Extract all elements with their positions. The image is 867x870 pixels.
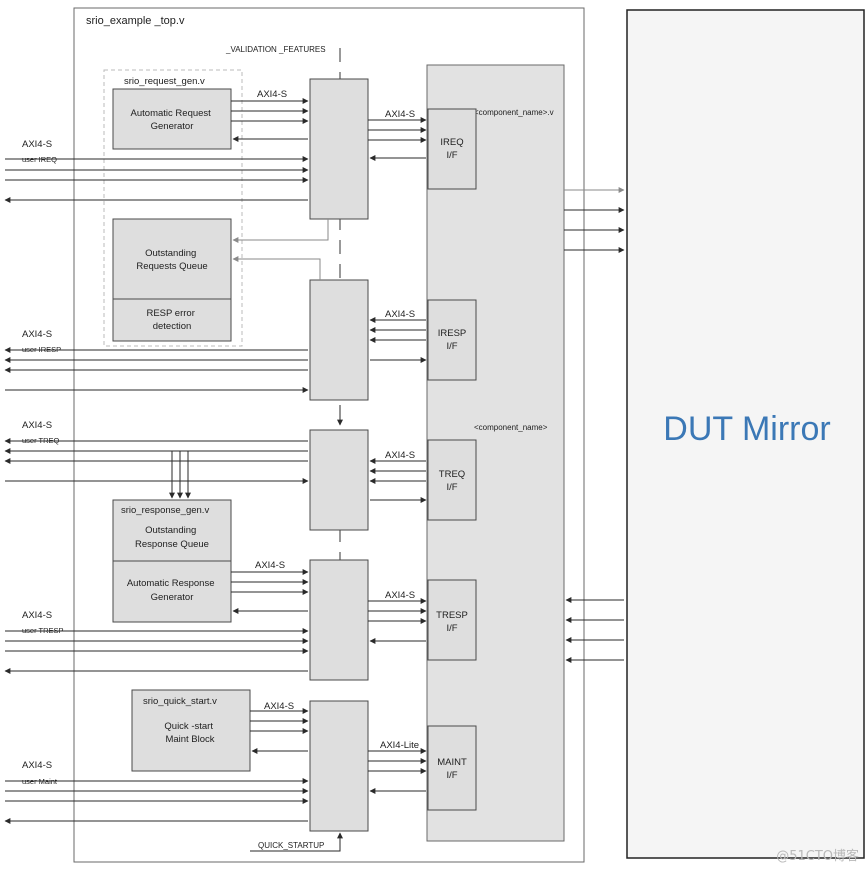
request-gen-container (103, 69, 243, 347)
svg-text:AXI4-S: AXI4-S (22, 139, 52, 150)
ireq-bus-label: AXI4-S (385, 109, 415, 120)
resp-error-detection (112, 298, 232, 342)
dut-wires (564, 187, 625, 663)
quick-startup-label: QUICK_STARTUP (258, 841, 324, 850)
iresp-bus-label: AXI4-S (385, 309, 415, 320)
quick-start-bus-label: AXI4-S (264, 701, 294, 712)
tresp-bus-label: AXI4-S (385, 590, 415, 601)
outstanding-response-line1: Outstanding (145, 525, 196, 536)
treq-bus-label: AXI4-S (385, 450, 415, 461)
auto-request-line2: Generator (151, 121, 194, 132)
svg-text:Automatic Request Generato: Automatic Request Generator (131, 108, 214, 132)
svg-text:Outstanding Response Queue: Outstanding Response Queue (135, 525, 209, 550)
outstanding-requests-line1: Outstanding (145, 248, 196, 259)
request-gen-module-label: srio_request_gen.v (124, 76, 205, 87)
outstanding-requests-queue (112, 218, 232, 300)
quick-start-module-label: srio_quick_start.v (143, 696, 217, 707)
user-port-maint: AXI4-S user Maint (22, 760, 58, 786)
svg-text:Outstanding Requests Queue: Outstanding Requests Queue (136, 248, 207, 272)
auto-response-line1: Automatic Response (127, 578, 215, 589)
response-gen-bus-label: AXI4-S (255, 560, 285, 571)
quick-start-line2: Maint Block (165, 734, 214, 745)
quick-start-line1: Quick -start (164, 721, 213, 732)
svg-text:Automatic Response Generat: Automatic Response Generator (127, 578, 217, 603)
validation-features-label: _VALIDATION _FEATURES (225, 45, 326, 54)
svg-text:Quick -start Maint Block: Quick -start Maint Block (164, 721, 215, 745)
outstanding-response-line2: Response Queue (135, 539, 209, 550)
watermark: @51CTO博客 (776, 849, 859, 864)
user-port-ireq: AXI4-S user IREQ (22, 139, 57, 164)
svg-text:RESP error detection: RESP error detection (146, 308, 197, 332)
auto-request-line1: Automatic Request (131, 108, 212, 119)
component-name-label: <component_name> (474, 423, 548, 432)
svg-text:AXI4-S: AXI4-S (22, 760, 52, 771)
treq-switch (309, 429, 369, 531)
auto-request-generator (112, 88, 232, 150)
maint-bus-label: AXI4-Lite (380, 740, 419, 751)
ireq-switch (309, 78, 369, 220)
maint-switch (309, 700, 369, 832)
resp-error-line1: RESP error (146, 308, 194, 319)
tresp-switch (309, 559, 369, 681)
dut-mirror-block (626, 9, 865, 859)
svg-text:AXI4-S: AXI4-S (22, 329, 52, 340)
iresp-switch (309, 279, 369, 401)
treq-wires (4, 438, 427, 503)
svg-text:AXI4-S: AXI4-S (22, 420, 52, 431)
maint-wires (4, 708, 427, 824)
outstanding-requests-line2: Requests Queue (136, 261, 207, 272)
svg-text:AXI4-S: AXI4-S (22, 610, 52, 621)
request-gen-bus-label: AXI4-S (257, 89, 287, 100)
top-module-label: srio_example _top.v (86, 15, 185, 27)
ireq-wires (4, 98, 427, 280)
response-gen-module-label: srio_response_gen.v (121, 505, 209, 516)
component-name-v-label: <component_name>.v (474, 108, 554, 117)
iresp-wires (4, 317, 427, 393)
tresp-wires (4, 569, 427, 674)
dut-mirror-label: DUT Mirror (663, 410, 831, 448)
quick-startup-wire (250, 832, 343, 852)
resp-error-line2: detection (153, 321, 192, 332)
auto-response-line2: Generator (151, 592, 194, 603)
